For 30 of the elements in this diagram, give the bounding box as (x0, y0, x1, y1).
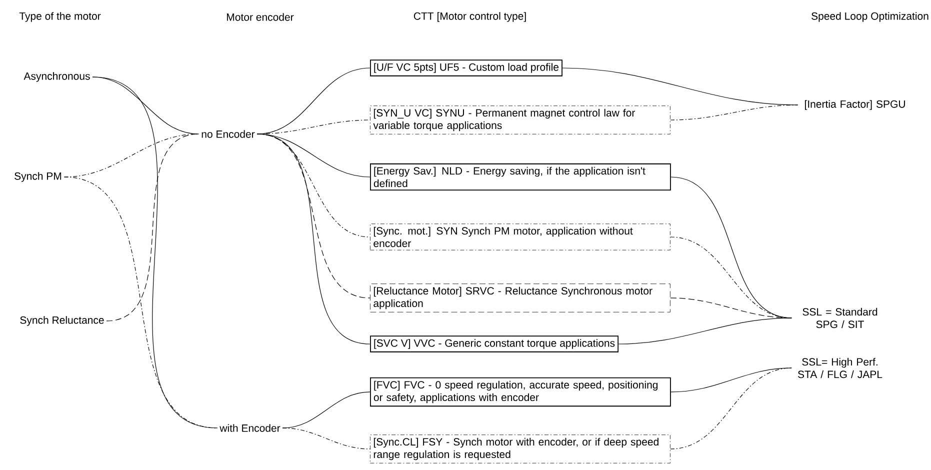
option-box: [U/F VC 5pts] UF5 - Custom load profile (370, 60, 562, 76)
result-label: SSL = Standard SPG / SIT (802, 308, 878, 328)
column-header: CTT [Motor control type] (414, 12, 526, 22)
result-label: [Inertia Factor] SPGU (805, 100, 905, 110)
option-box: [SVC V] VVC - Generic constant torque applications (370, 336, 619, 352)
text-label: no Encoder (202, 130, 255, 138)
connector-line (670, 368, 792, 392)
option-box: [Sync. mot.] SYN Synch PM motor, application without encoder (370, 224, 670, 250)
option-box: [Energy Sav.] NLD - Energy saving, if the application isn't defined (370, 163, 671, 191)
option-box: [Reluctance Motor] SRVC - Reluctance Synchronous motor application (370, 284, 670, 312)
column-header: Type of the motor (19, 12, 101, 22)
text-label: Asynchronous (24, 72, 90, 82)
option-box: [SYN_U VC] SYNU - Permanent magnet control law for variable torque applications (370, 106, 670, 134)
connector-line (618, 318, 792, 344)
column-header: Speed Loop Optimization (812, 12, 928, 22)
connector-line (106, 134, 200, 322)
connector-line (256, 134, 370, 298)
text-label: Synch Reluctance (20, 316, 104, 326)
connector-line (670, 104, 798, 120)
text-label: Synch PM (14, 172, 62, 182)
column-header: Motor encoder (227, 13, 294, 21)
connector-line (670, 368, 792, 450)
connector-line (64, 176, 218, 428)
option-box: [Sync.CL] FSY - Synch motor with encoder, or if deep speed range regulation is requested (370, 434, 670, 464)
connector-line (92, 76, 218, 428)
connector-line (282, 428, 370, 450)
option-box: [FVC] FVC - 0 speed regulation, accurate speed, positioning or safety, applications with encoder (370, 377, 671, 407)
result-label: SSL= High Perf. STA / FLG / JAPL (798, 358, 882, 378)
connector-line (256, 134, 370, 344)
text-label: with Encoder (220, 424, 280, 432)
